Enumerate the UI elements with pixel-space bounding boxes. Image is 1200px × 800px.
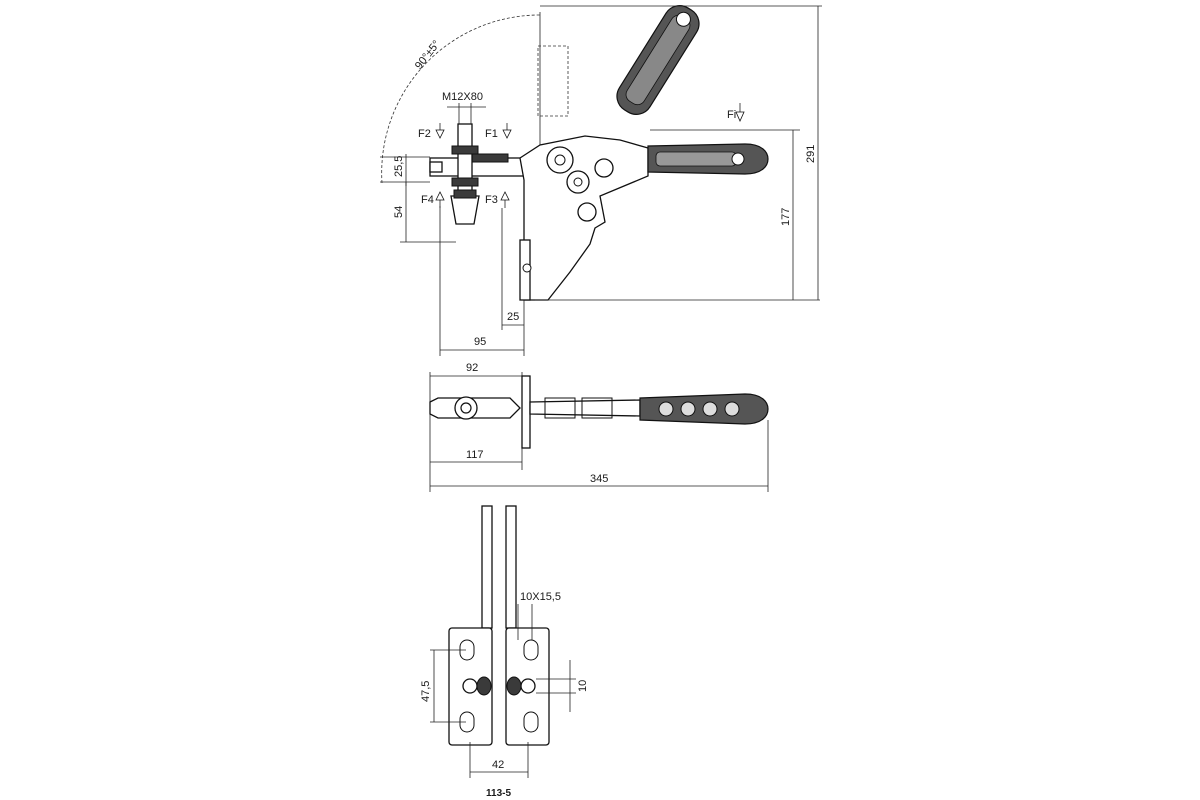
pressure-pad [450, 195, 480, 225]
dim-10: 10 [577, 680, 589, 692]
model-number: 113-5 [486, 788, 511, 799]
dim-291: 291 [805, 145, 817, 163]
dim-47-5: 47,5 [420, 681, 432, 702]
force-f4: F4 [421, 194, 434, 206]
force-f3: F3 [485, 194, 498, 206]
force-f1: F1 [485, 128, 498, 140]
dim-95: 95 [474, 336, 486, 348]
dim-92: 92 [466, 362, 478, 374]
opening-arc [381, 14, 541, 184]
dim-117: 117 [466, 449, 484, 461]
mount-view [430, 505, 576, 778]
dim-42: 42 [492, 759, 504, 771]
dim-25: 25 [507, 311, 519, 323]
dim-345: 345 [590, 473, 608, 485]
dim-slot: 10X15,5 [520, 591, 561, 603]
side-view [380, 5, 822, 356]
dim-25-5: 25,5 [393, 156, 405, 177]
plan-view [429, 372, 769, 492]
dim-54: 54 [393, 206, 405, 218]
force-f2: F2 [418, 128, 431, 140]
angle-label: 90°±5° [413, 38, 443, 72]
dim-177: 177 [780, 208, 792, 226]
force-fi: Fi [727, 109, 736, 121]
raised-handle-ghost [537, 45, 569, 117]
thread-label: M12X80 [442, 91, 483, 103]
